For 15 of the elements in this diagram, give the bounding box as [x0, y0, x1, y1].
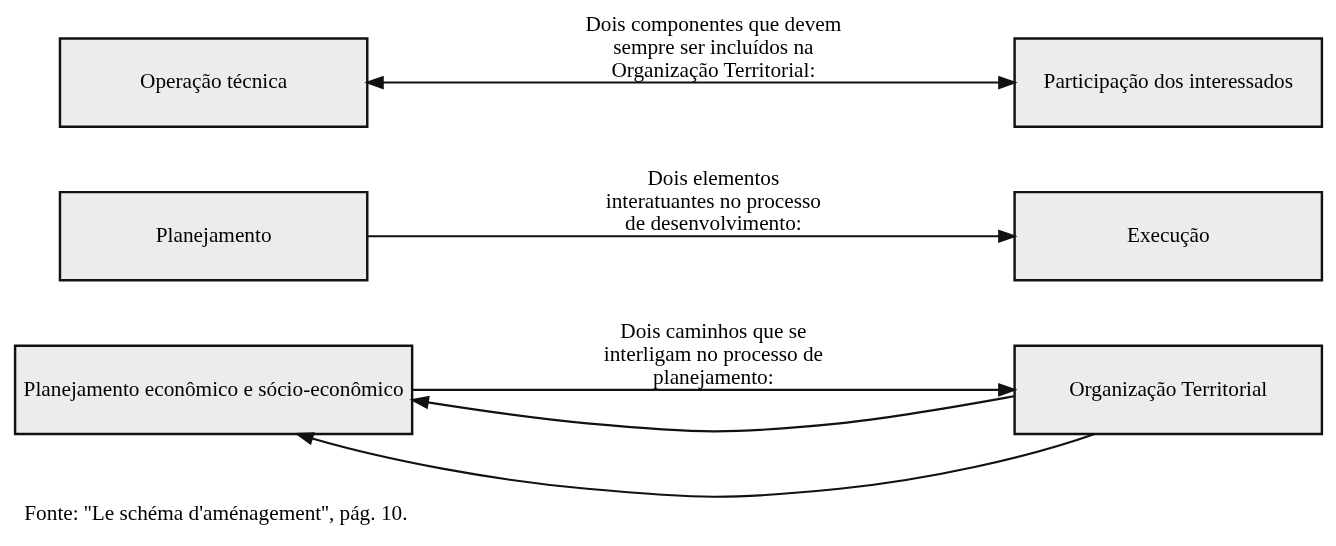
arrow — [408, 395, 1014, 433]
node-box: Planejamento — [58, 190, 368, 282]
node-box: Operação técnica — [58, 37, 368, 128]
arrow — [367, 229, 1018, 244]
edge-label: Dois elementos interatuantes no processo de desenvolvimento: — [605, 165, 821, 236]
arrow — [293, 432, 1095, 498]
node-box: Planejamento econômico e sócio-econômico — [13, 344, 413, 436]
node-box: Participação dos interessados — [1012, 37, 1323, 128]
arrow — [411, 383, 1018, 397]
node-box: Organização Territorial — [1012, 344, 1323, 436]
edge-label: Dois componentes que devem sempre ser incluídos na Organização Territorial: — [584, 12, 841, 82]
arrow — [363, 75, 1018, 90]
edge-label: Dois caminhos que se interligam no processo de planejamento: — [603, 319, 823, 390]
caption: Fonte: ''Le schéma d'aménagement'', pág. 10. — [23, 501, 407, 526]
node-box: Execução — [1012, 190, 1323, 282]
